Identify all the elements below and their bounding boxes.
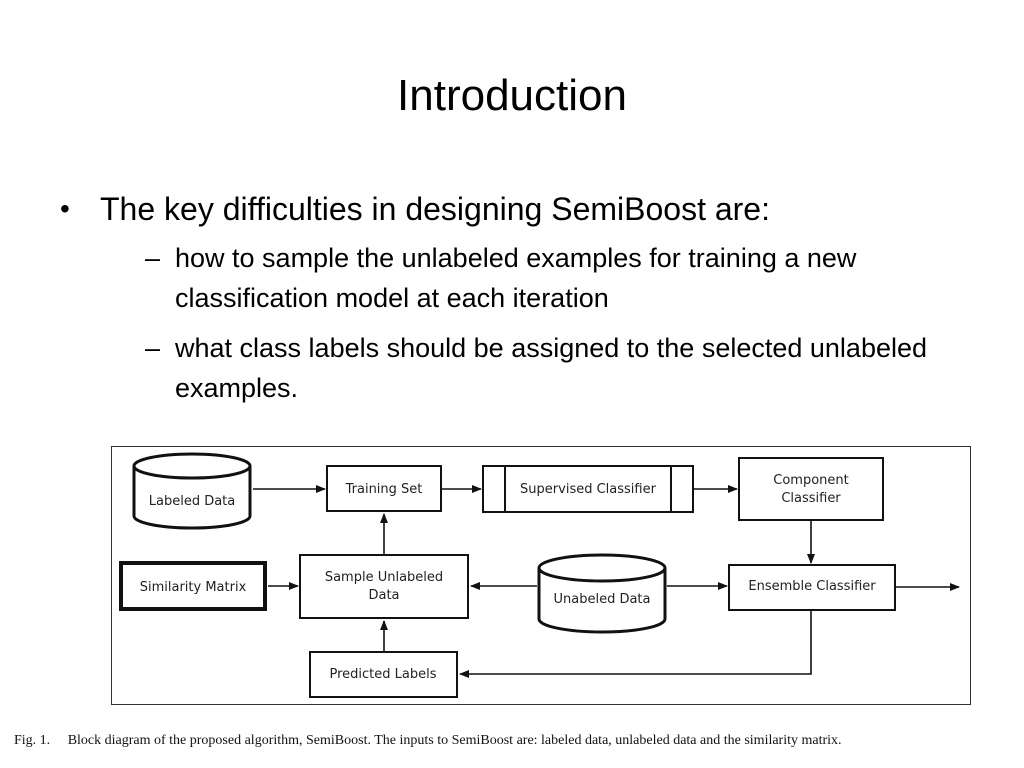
- predicted-labels-label: Predicted Labels: [329, 667, 436, 682]
- block-diagram: Labeled Data Training Set Supervised Cla…: [111, 446, 971, 706]
- ensemble-classifier-node: Ensemble Classifier: [728, 564, 896, 611]
- block-diagram-svg: Labeled Data Training Set Supervised Cla…: [111, 446, 971, 705]
- component-classifier-label-line1: Component: [773, 473, 848, 488]
- slide-title: Introduction: [397, 71, 627, 120]
- supervised-classifier-node: Supervised Classifier: [482, 465, 694, 513]
- component-classifier-label-line2: Classifier: [781, 491, 841, 506]
- arrow-ensemble-to-predicted: [459, 611, 812, 678]
- bullet-main: • The key difficulties in designing Semi…: [60, 188, 980, 230]
- labeled-data-label: Labeled Data: [149, 494, 236, 509]
- training-set-node: Training Set: [326, 465, 442, 512]
- labeled-data-node: Labeled Data: [132, 452, 252, 530]
- unabeled-data-label: Unabeled Data: [553, 592, 650, 607]
- sub-bullet-text: what class labels should be assigned to …: [175, 333, 928, 403]
- similarity-matrix-node: Similarity Matrix: [119, 561, 267, 611]
- similarity-matrix-label: Similarity Matrix: [140, 580, 247, 595]
- sub-bullet-dash: –: [145, 333, 161, 363]
- supervised-classifier-label: Supervised Classifier: [520, 482, 657, 497]
- figure-caption: Fig. 1. Block diagram of the proposed al…: [14, 733, 1014, 749]
- unabeled-data-node: Unabeled Data: [537, 553, 667, 634]
- sub-bullet-text: how to sample the unlabeled examples for…: [175, 243, 857, 313]
- component-classifier-node: Component Classifier: [738, 457, 884, 521]
- figure-number: Fig. 1.: [14, 733, 51, 748]
- bullet-main-text: The key difficulties in designing SemiBo…: [100, 191, 770, 227]
- figure-caption-text: Block diagram of the proposed algorithm,…: [67, 733, 842, 748]
- sub-bullet-sampling: – how to sample the unlabeled examples f…: [145, 238, 980, 318]
- sub-bullet-dash: –: [145, 243, 161, 273]
- bullet-dot: •: [60, 193, 70, 224]
- sample-unlabeled-label-line2: Data: [368, 588, 399, 603]
- sub-bullet-labels: – what class labels should be assigned t…: [145, 328, 980, 408]
- sub-bullet-list: – how to sample the unlabeled examples f…: [145, 238, 980, 408]
- ensemble-classifier-label: Ensemble Classifier: [748, 579, 876, 594]
- sample-unlabeled-label-line1: Sample Unlabeled: [325, 570, 443, 585]
- predicted-labels-node: Predicted Labels: [309, 651, 458, 698]
- sample-unlabeled-data-node: Sample Unlabeled Data: [299, 554, 469, 619]
- bullet-list: • The key difficulties in designing Semi…: [60, 188, 980, 418]
- training-set-label: Training Set: [345, 482, 423, 497]
